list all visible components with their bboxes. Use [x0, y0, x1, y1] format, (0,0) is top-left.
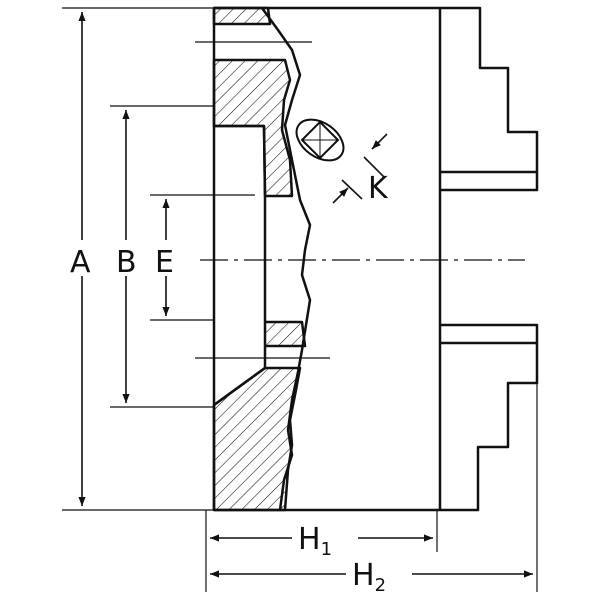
body-outline [212, 6, 442, 512]
dimension-labels: A B E K H1 H2 [64, 171, 412, 596]
label-A: A [70, 245, 91, 280]
key-symbol-icon [295, 118, 345, 162]
label-K: K [368, 171, 389, 206]
hatched-sections [212, 6, 307, 512]
label-H2: H2 [352, 558, 386, 596]
lower-jaw [440, 323, 539, 512]
label-H1: H1 [298, 522, 332, 560]
jaws [440, 6, 539, 512]
hatch-top-jaw-slot [212, 6, 272, 26]
label-E: E [155, 245, 174, 280]
label-B: B [116, 245, 137, 280]
dim-K-arrow-upper [371, 133, 388, 150]
hatch-lower-section [212, 366, 302, 512]
break-line [260, 7, 312, 511]
hatch-upper-section [212, 58, 294, 198]
upper-jaw [440, 6, 539, 192]
construction-lines [62, 7, 538, 592]
dim-K-arrow-lower [332, 187, 349, 204]
hatch-middle-jaw-slot [263, 320, 307, 348]
